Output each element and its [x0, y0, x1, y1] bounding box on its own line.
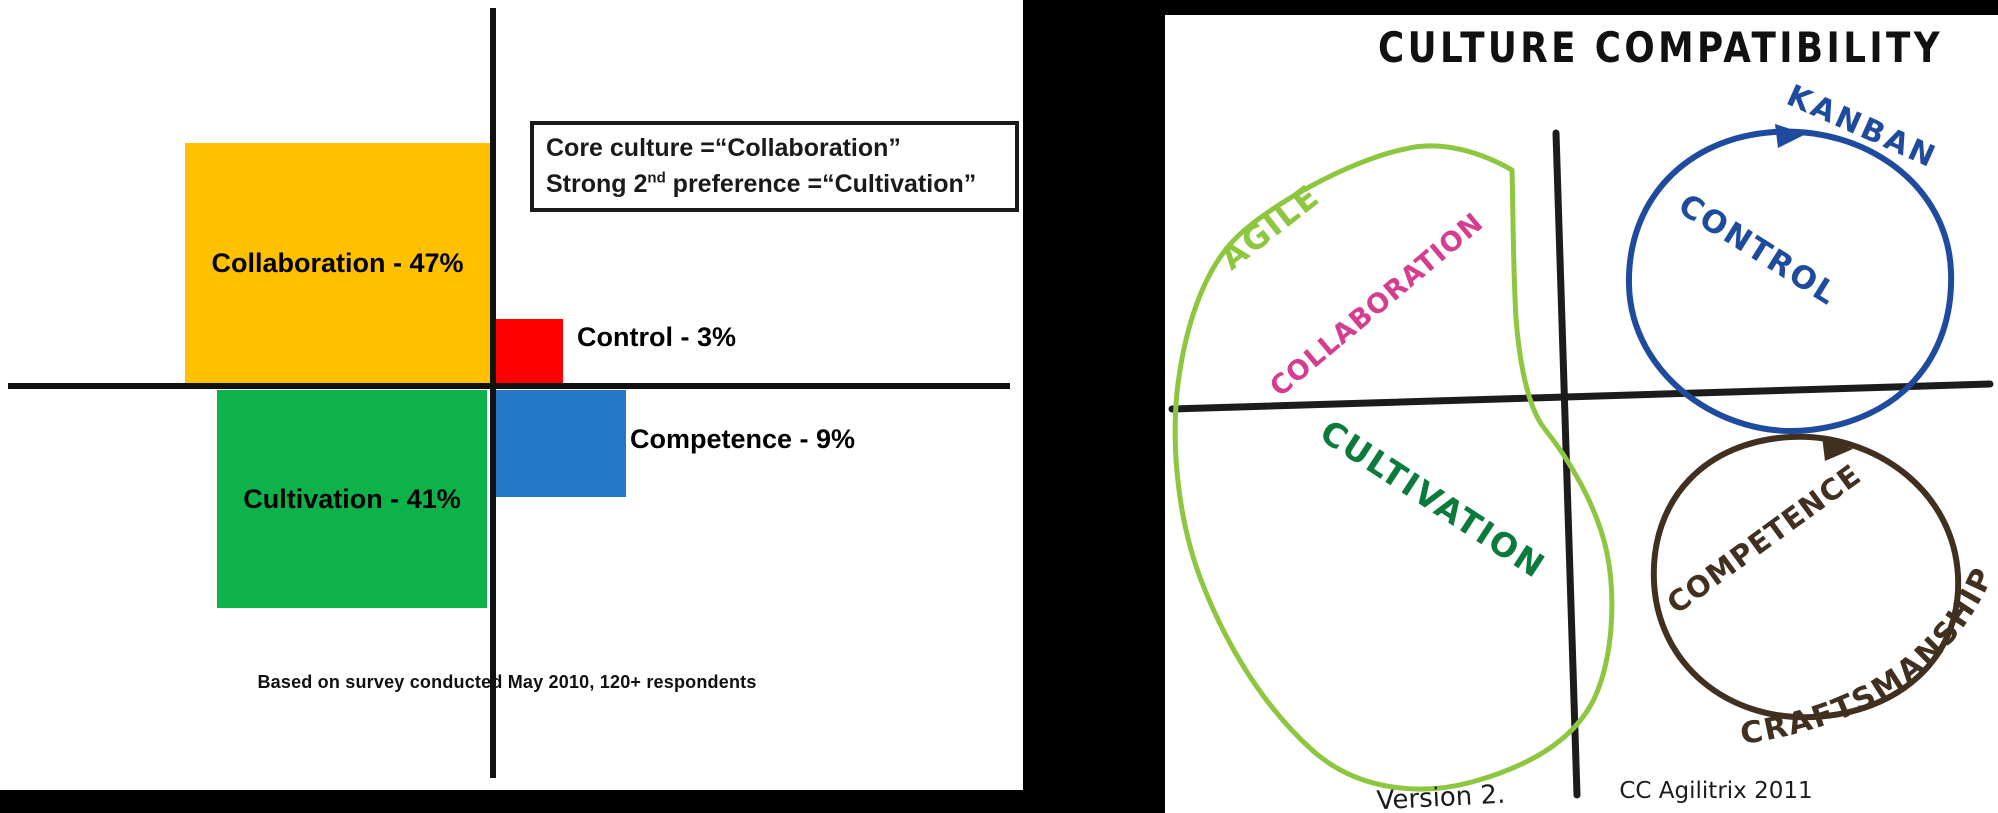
collaboration-label: COLLABORATION [1264, 207, 1489, 403]
bar-cultivation-label: Cultivation - 41% [243, 483, 461, 514]
kanban-circle-arrowhead-icon [1775, 124, 1806, 148]
survey-caption: Based on survey conducted May 2010, 120+… [257, 672, 757, 692]
craftsmanship-circle-arrowhead-icon [1822, 436, 1853, 461]
survey-chart-panel: Collaboration - 47% Cultivation - 41% Co… [0, 0, 1023, 790]
version-note: Version 2. [1376, 780, 1506, 813]
kanban-label: KANBAN [1781, 78, 1942, 175]
kanban-circle-outline [1625, 128, 1955, 434]
craftsmanship-circle-outline [1650, 433, 1962, 721]
bar-control-label: Control - 3% [577, 322, 736, 352]
bar-collaboration: Collaboration - 47% [185, 143, 490, 383]
agile-blob-outline [1172, 143, 1615, 792]
diagram-horizontal-axis [1168, 380, 1994, 413]
horizontal-axis [8, 383, 1010, 389]
callout-line-2: Strong 2nd preference =“Cultivation” [546, 169, 977, 198]
agile-label: AGILE [1213, 177, 1327, 278]
bar-cultivation: Cultivation - 41% [217, 390, 487, 608]
cultivation-label: CULTIVATION [1313, 412, 1552, 586]
bar-competence-label: Competence - 9% [630, 424, 856, 454]
bar-control [495, 319, 563, 383]
callout-line-1: Core culture =“Collaboration” [546, 134, 901, 162]
vertical-axis [490, 8, 496, 778]
credit-note: CC Agilitrix 2011 [1619, 778, 1812, 804]
craftsmanship-label: CRAFTSMANSHIP [1738, 561, 1998, 752]
diagram-title: CULTURE COMPATIBILITY [1378, 23, 1943, 72]
control-label: CONTROL [1672, 187, 1844, 313]
bar-collaboration-label: Collaboration - 47% [211, 247, 464, 278]
competence-label: COMPETENCE [1661, 457, 1868, 620]
bar-competence [494, 390, 626, 497]
core-culture-callout: Core culture =“Collaboration” Strong 2nd… [530, 121, 1019, 212]
